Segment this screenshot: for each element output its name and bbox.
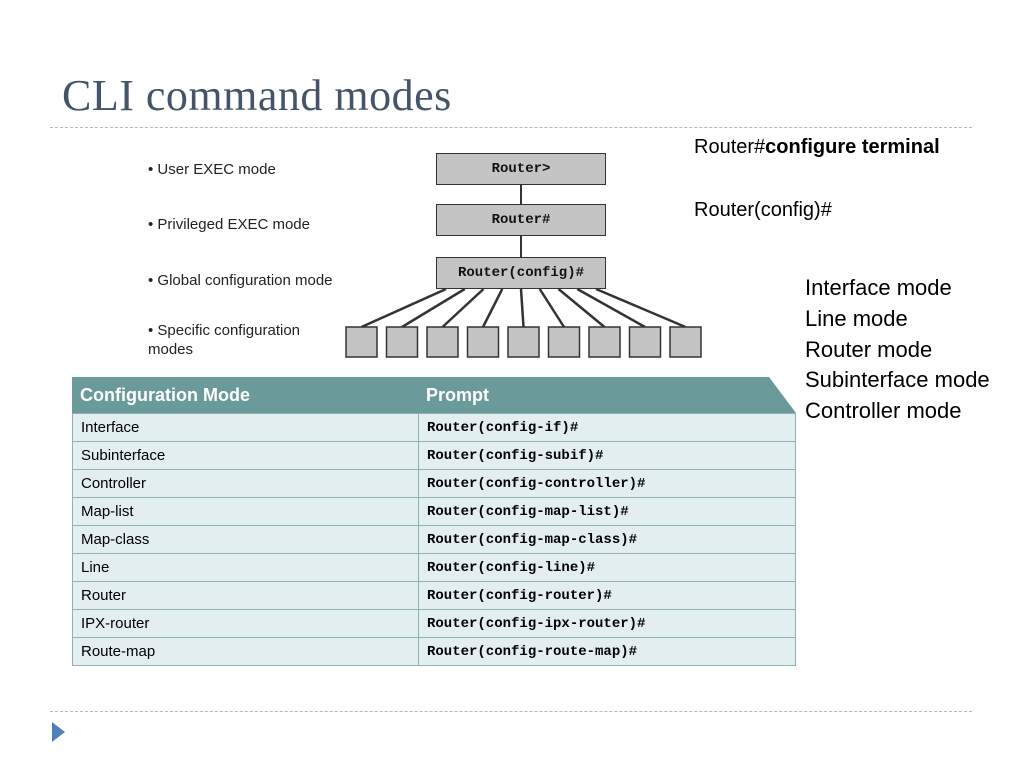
fanout-line <box>360 287 447 329</box>
label-specific-config: • Specific configuration modes <box>148 322 300 358</box>
specific-mode-fanout <box>345 287 702 358</box>
box-user-exec: Router> <box>436 153 606 185</box>
modes-list-item: Controller mode <box>805 398 962 424</box>
connector-2 <box>520 236 522 257</box>
config-prompt: Router(config)# <box>694 199 832 221</box>
label-user-exec: • User EXEC mode <box>148 161 276 178</box>
prompt-cell: Router(config-if)# <box>418 413 796 442</box>
fanout-line <box>441 288 485 328</box>
modes-list: Interface mode Line mode Router mode Sub… <box>805 273 990 427</box>
mode-cell: Subinterface <box>72 441 419 470</box>
slide-title: CLI command modes <box>62 71 452 120</box>
modes-list-item: Interface mode <box>805 275 952 300</box>
fanout-line <box>595 287 686 329</box>
configure-command: Router#configure terminal <box>694 136 940 159</box>
prompt-cell: Router(config-controller)# <box>418 469 796 498</box>
specific-mode-box <box>426 326 459 358</box>
modes-list-item: Router mode <box>805 336 933 362</box>
specific-mode-box <box>385 326 419 358</box>
mode-cell: Router <box>72 581 419 610</box>
fanout-line <box>576 287 646 329</box>
fanout-line <box>481 288 504 328</box>
specific-mode-box <box>628 326 662 358</box>
mode-cell: IPX-router <box>72 609 419 638</box>
cli-mode-hierarchy-diagram: • User EXEC mode • Privileged EXEC mode … <box>0 0 720 370</box>
mode-cell: Interface <box>72 413 419 442</box>
table-header: Configuration Mode Prompt <box>72 377 796 413</box>
modes-list-item: Subinterface mode <box>805 367 990 393</box>
prompt-cell: Router(config-ipx-router)# <box>418 609 796 638</box>
specific-mode-box <box>345 326 378 358</box>
mode-cell: Controller <box>72 469 419 498</box>
prompt-cell: Router(config-router)# <box>418 581 796 610</box>
connector-1 <box>520 185 522 204</box>
command-prefix: Router# <box>694 136 766 158</box>
fanout-line <box>519 288 525 328</box>
specific-mode-box <box>588 326 621 358</box>
mode-cell: Map-class <box>72 525 419 554</box>
top-divider <box>50 127 972 128</box>
mode-cell: Line <box>72 553 419 582</box>
label-global-config: • Global configuration mode <box>148 272 333 289</box>
header-prompt: Prompt <box>426 385 489 405</box>
box-global-config: Router(config)# <box>436 257 606 289</box>
prompt-cell: Router(config-route-map)# <box>418 637 796 666</box>
mode-cell: Route-map <box>72 637 419 666</box>
box-privileged-exec: Router# <box>436 204 606 236</box>
modes-list-item: Line mode <box>805 305 908 331</box>
prompt-cell: Router(config-subif)# <box>418 441 796 470</box>
prompt-cell: Router(config-map-class)# <box>418 525 796 554</box>
label-privileged-exec: • Privileged EXEC mode <box>148 216 310 233</box>
prompt-cell: Router(config-map-list)# <box>418 497 796 526</box>
header-config-mode: Configuration Mode <box>80 385 250 405</box>
specific-mode-box <box>507 326 540 358</box>
mode-cell: Map-list <box>72 497 419 526</box>
fanout-line <box>538 288 566 328</box>
fanout-line <box>557 288 606 328</box>
bottom-divider <box>50 711 972 712</box>
specific-mode-box <box>466 326 500 358</box>
prompt-cell: Router(config-line)# <box>418 553 796 582</box>
triangle-bullet-icon <box>52 722 65 742</box>
fanout-line <box>401 287 466 329</box>
specific-mode-box <box>669 326 702 358</box>
specific-mode-box <box>547 326 581 358</box>
command-bold: configure terminal <box>765 136 940 158</box>
